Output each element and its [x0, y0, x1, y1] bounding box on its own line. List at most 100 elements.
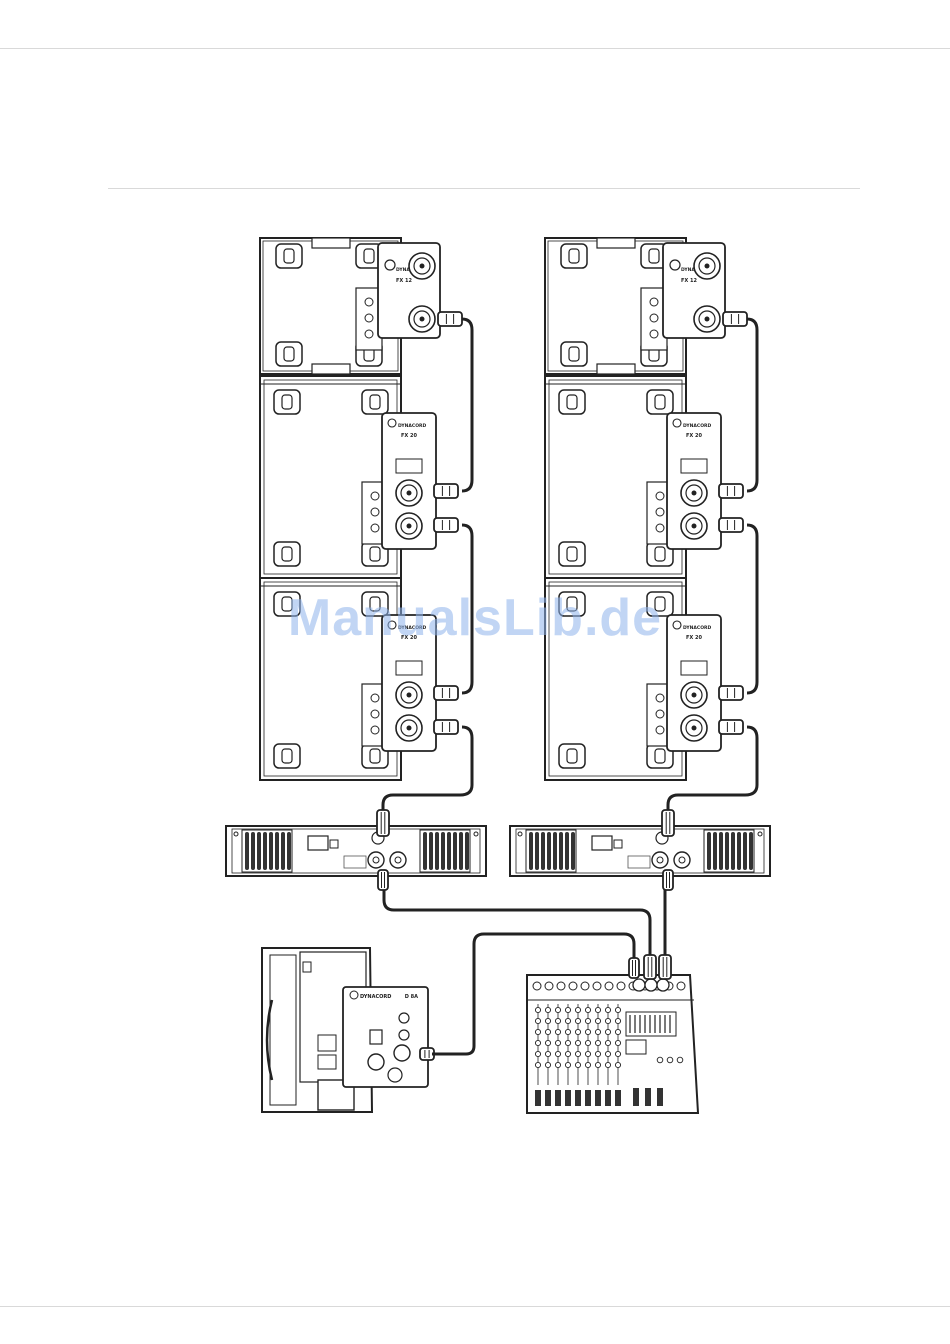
cable-plug	[659, 955, 671, 979]
mixer-knob	[605, 1062, 610, 1067]
cable-plug	[438, 312, 462, 326]
mixer-knob	[615, 1040, 620, 1045]
plate-jack	[656, 710, 664, 718]
mixer-knob	[555, 1040, 560, 1045]
heatsink-fin	[435, 832, 439, 870]
plate-jack	[371, 492, 379, 500]
plate-jack	[371, 694, 379, 702]
plate-jack	[656, 508, 664, 516]
mixer-knob	[565, 1051, 570, 1056]
speakon-pin	[692, 524, 697, 529]
mixer-knob	[595, 1018, 600, 1023]
mixer-knob	[545, 1007, 550, 1012]
mixer-knob	[615, 1018, 620, 1023]
iec-power-inlet	[308, 836, 328, 850]
handle-grip	[655, 749, 665, 763]
mixer-input-jack	[557, 982, 565, 990]
mixer-input-jack	[545, 982, 553, 990]
monitor-latch	[303, 962, 311, 972]
plate-jack	[656, 694, 664, 702]
fx12-bottom-slot	[597, 364, 635, 374]
handle-grip	[370, 547, 380, 561]
cable-plug	[662, 810, 674, 836]
handle-grip	[569, 249, 579, 263]
mixer-input-jack	[677, 982, 685, 990]
heatsink-fin	[423, 832, 427, 870]
mixer-knob	[605, 1007, 610, 1012]
fx20-switch	[681, 661, 707, 675]
mixer-master-knob	[657, 1057, 663, 1063]
speakon-pin	[420, 317, 425, 322]
mixer-fader	[535, 1090, 541, 1106]
heatsink-fin	[743, 832, 747, 870]
plate-jack	[656, 524, 664, 532]
mixer-knob	[545, 1062, 550, 1067]
speakon-pin	[407, 524, 412, 529]
fx12-bottom-slot	[312, 364, 350, 374]
mixer-knob	[555, 1018, 560, 1023]
brand-logo-icon	[350, 991, 358, 999]
mixer-display	[626, 1040, 646, 1054]
mixer-knob	[595, 1040, 600, 1045]
speakon-pin	[692, 726, 697, 731]
speaker-stack: DYNACORDFX 12DYNACORDFX 20DYNACORDFX 20	[260, 238, 440, 780]
mixer-knob	[575, 1018, 580, 1023]
heatsink-fin	[713, 832, 717, 870]
mixer-knob	[545, 1040, 550, 1045]
mixer-fader	[615, 1090, 621, 1106]
cable-plug	[719, 518, 743, 532]
cable-plug	[644, 955, 656, 979]
mixer-knob	[615, 1007, 620, 1012]
mixer-input-jack	[593, 982, 601, 990]
handle-grip	[282, 395, 292, 409]
mixer-knob	[595, 1029, 600, 1034]
mixer-master-knob	[677, 1057, 683, 1063]
cable-plug	[663, 870, 673, 890]
cable-plug	[719, 720, 743, 734]
mixer-knob	[545, 1051, 550, 1056]
mixer-knob	[545, 1018, 550, 1023]
mixer-knob	[565, 1040, 570, 1045]
speakon-pin	[407, 491, 412, 496]
volume-knob	[399, 1013, 409, 1023]
heatsink-fin	[529, 832, 533, 870]
mixer-knob	[565, 1062, 570, 1067]
mixer-knob	[535, 1029, 540, 1034]
mixer-knob	[615, 1029, 620, 1034]
watermark-text: ManualsLib.de	[0, 588, 950, 648]
heatsink-fin	[731, 832, 735, 870]
mixing-console	[527, 975, 698, 1113]
speakon-pin	[692, 491, 697, 496]
fx20-switch	[681, 459, 707, 473]
speaker-stack: DYNACORDFX 12DYNACORDFX 20DYNACORDFX 20	[545, 238, 725, 780]
fx12-model: FX 12	[396, 278, 412, 284]
handle-grip	[567, 547, 577, 561]
plate-jack	[371, 726, 379, 734]
fx12-top-slot	[597, 238, 635, 248]
mixer-knob	[585, 1051, 590, 1056]
cable-plug	[719, 686, 743, 700]
fx20-model: FX 20	[401, 433, 417, 439]
mixer-knob	[535, 1051, 540, 1056]
handle-grip	[370, 749, 380, 763]
heatsink-fin	[257, 832, 261, 870]
fx20-brand: DYNACORD	[398, 423, 427, 429]
mixer-fader	[585, 1090, 591, 1106]
brand-logo-icon	[388, 419, 396, 427]
mixer-knob	[575, 1040, 580, 1045]
heatsink-fin	[447, 832, 451, 870]
monitor-speaker: DYNACORDD 8A	[262, 948, 434, 1112]
cable-plug	[377, 810, 389, 836]
mixer-knob	[535, 1018, 540, 1023]
speaker-cable	[747, 319, 757, 491]
speakon-pin	[420, 264, 425, 269]
mixer-knob	[565, 1018, 570, 1023]
mixer-knob	[535, 1007, 540, 1012]
heatsink-fin	[737, 832, 741, 870]
heatsink-fin	[459, 832, 463, 870]
gain-knob	[399, 1030, 409, 1040]
fx20-switch	[396, 459, 422, 473]
mixer-knob	[545, 1029, 550, 1034]
plate-jack	[371, 524, 379, 532]
mixer-knob	[575, 1007, 580, 1012]
